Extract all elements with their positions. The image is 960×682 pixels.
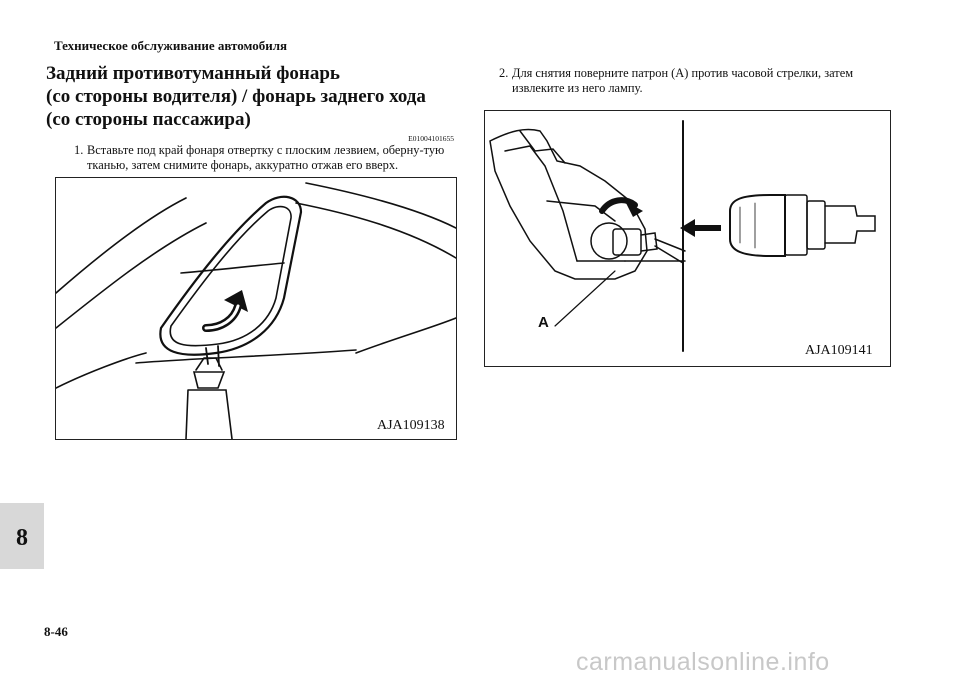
step-text: Вставьте под край фонаря отвертку с плос… bbox=[87, 143, 445, 172]
step-2: 2. Для снятия поверните патрон (A) проти… bbox=[499, 66, 889, 96]
step-number: 1. bbox=[74, 143, 84, 157]
figure-bulb-removal: A AJA109141 bbox=[484, 110, 891, 367]
page-number: 8-46 bbox=[44, 624, 68, 639]
figure-code: AJA109138 bbox=[377, 418, 445, 433]
running-header: Техническое обслуживание автомобиля bbox=[54, 38, 288, 53]
step-1: 1. Вставьте под край фонаря отвертку с п… bbox=[74, 143, 456, 173]
callout-label: A bbox=[538, 314, 549, 331]
figure-code: AJA109141 bbox=[805, 343, 873, 358]
watermark: carmanualsonline.info bbox=[576, 648, 830, 676]
title-line: (со стороны пассажира) bbox=[46, 109, 251, 130]
section-tab bbox=[0, 503, 44, 569]
section-tab-number: 8 bbox=[16, 525, 28, 551]
title-line: Задний противотуманный фонарь bbox=[46, 63, 340, 84]
figure-lamp-removal: AJA109138 bbox=[55, 177, 457, 440]
document-code: E01004101655 bbox=[408, 134, 454, 143]
section-title: Задний противотуманный фонарь (со сторон… bbox=[46, 62, 466, 131]
step-text: Для снятия поверните патрон (A) против ч… bbox=[512, 66, 854, 95]
title-line: (со стороны водителя) / фонарь заднего х… bbox=[46, 86, 426, 107]
step-number: 2. bbox=[499, 66, 509, 80]
lamp-removal-illustration bbox=[56, 182, 456, 439]
bulb-removal-illustration bbox=[489, 120, 876, 352]
